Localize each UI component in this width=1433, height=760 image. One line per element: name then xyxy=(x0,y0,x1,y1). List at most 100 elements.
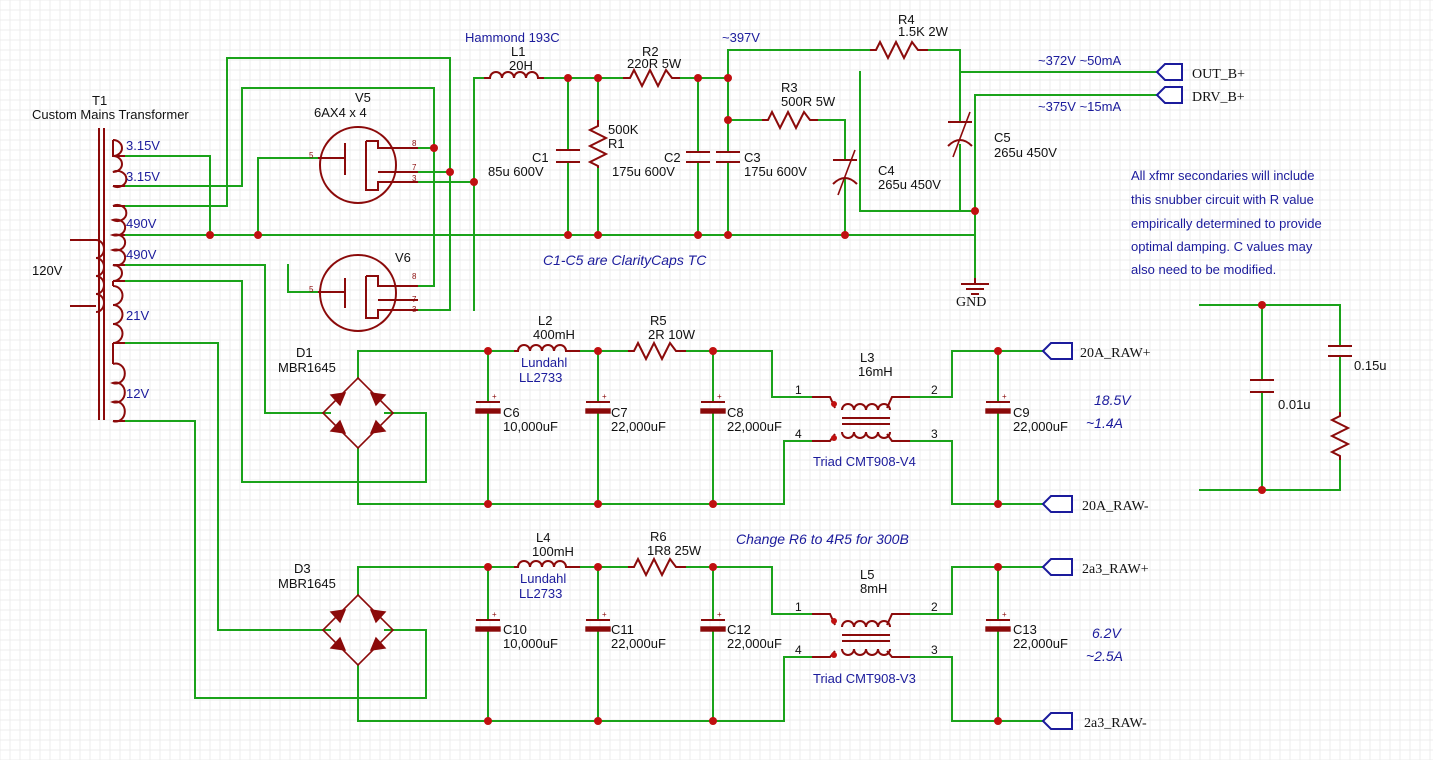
snubber-circuit: 0.01u 0.15u xyxy=(1250,345,1387,460)
resistor-r6: R6 1R8 25W xyxy=(628,529,702,578)
l4-part-2: LL2733 xyxy=(519,586,562,601)
l1-value: 20H xyxy=(509,58,533,73)
resistor-r2: R2 220R 5W xyxy=(623,44,682,89)
capacitor-c5: C5 265u 450V xyxy=(947,111,1057,160)
secondary-label-4: 490V xyxy=(126,247,157,262)
capacitor-c2: C2 175u 600V xyxy=(612,150,710,179)
tube-v5: 5 8 7 3 V5 6AX4 x 4 xyxy=(309,90,418,204)
c1-value: 85u 600V xyxy=(488,164,544,179)
c6-designator: C6 xyxy=(503,405,520,420)
svg-text:+: + xyxy=(492,392,497,401)
t1-designator: T1 xyxy=(92,93,107,108)
capacitor-c1: C1 85u 600V xyxy=(488,149,580,179)
c6-value: 10,000uF xyxy=(503,419,558,434)
svg-text:+: + xyxy=(602,392,607,401)
c13-designator: C13 xyxy=(1013,622,1037,637)
v6-pin-7: 7 xyxy=(412,295,417,304)
c5-designator: C5 xyxy=(994,130,1011,145)
svg-text:+: + xyxy=(492,610,497,619)
c9-designator: C9 xyxy=(1013,405,1030,420)
c10-value: 10,000uF xyxy=(503,636,558,651)
ground-symbol: GND xyxy=(956,278,989,310)
r5-value: 2R 10W xyxy=(648,327,696,342)
net-20a-neg-label: 20A_RAW- xyxy=(1082,499,1149,514)
net-flag-2a3-neg: 2a3_RAW- xyxy=(1041,712,1147,731)
snubber-c-b: 0.15u xyxy=(1354,358,1387,373)
r6-change-note: Change R6 to 4R5 for 300B xyxy=(736,531,909,547)
voltage-397: ~397V xyxy=(722,30,760,45)
secondary-label-1: 3.15V xyxy=(126,138,160,153)
resistor-r1: 500K R1 xyxy=(587,120,639,168)
secondary-label-6: 12V xyxy=(126,386,149,401)
v5-value: 6AX4 x 4 xyxy=(314,105,367,120)
c5-value: 265u 450V xyxy=(994,145,1057,160)
d3-value: MBR1645 xyxy=(278,576,336,591)
capacitor-c4: C4 265u 450V xyxy=(832,149,941,196)
c13-value: 22,000uF xyxy=(1013,636,1068,651)
snubber-note-line-5: also need to be modified. xyxy=(1131,262,1276,277)
t1-primary-label: 120V xyxy=(32,263,63,278)
snubber-note-line-1: All xfmr secondaries will include xyxy=(1131,168,1315,183)
l3-designator: L3 xyxy=(860,350,874,365)
l3-pin-1: 1 xyxy=(795,383,802,397)
l5-designator: L5 xyxy=(860,567,874,582)
drv-b-label: DRV_B+ xyxy=(1192,90,1245,105)
r1-value: 500K xyxy=(608,122,639,137)
capacitor-c11: + C11 22,000uF xyxy=(585,610,666,651)
tube-v6: 5 8 7 3 V6 xyxy=(309,250,418,332)
drv-b-spec: ~375V ~15mA xyxy=(1038,99,1121,114)
l5-pin-2: 2 xyxy=(931,600,938,614)
choke-l4: L4 100mH Lundahl LL2733 xyxy=(514,530,580,601)
l5-pin-4: 4 xyxy=(795,643,802,657)
v6-designator: V6 xyxy=(395,250,411,265)
annotations: ~397V ~372V ~50mA ~375V ~15mA C1-C5 are … xyxy=(543,30,1322,664)
svg-text:+: + xyxy=(717,392,722,401)
capacitor-c13: + C13 22,000uF xyxy=(985,610,1068,651)
d3-designator: D3 xyxy=(294,561,311,576)
resistor-r5: R5 2R 10W xyxy=(628,313,696,362)
c4-designator: C4 xyxy=(878,163,895,178)
net-flag-out-b: OUT_B+ xyxy=(1155,63,1245,82)
capacitor-c9: + C9 22,000uF xyxy=(985,392,1068,434)
l4-value: 100mH xyxy=(532,544,574,559)
c7-designator: C7 xyxy=(611,405,628,420)
capacitor-c10: + C10 10,000uF xyxy=(475,610,558,651)
c3-value: 175u 600V xyxy=(744,164,807,179)
d1-value: MBR1645 xyxy=(278,360,336,375)
choke-l2: L2 400mH Lundahl LL2733 xyxy=(514,313,580,385)
net-flag-20a-neg: 20A_RAW- xyxy=(1041,495,1149,514)
l5-pin-1: 1 xyxy=(795,600,802,614)
l5-part: Triad CMT908-V3 xyxy=(813,671,916,686)
net-20a-pos-label: 20A_RAW+ xyxy=(1080,346,1151,361)
rail-20a-voltage: 18.5V xyxy=(1094,392,1132,408)
common-mode-choke-l3: 1 2 4 3 L3 16mH Triad CMT908-V4 xyxy=(795,350,938,469)
choke-l1: Hammond 193C L1 20H xyxy=(465,30,560,79)
t1-name: Custom Mains Transformer xyxy=(32,107,189,122)
bridge-d3: D3 MBR1645 xyxy=(278,561,395,667)
l2-value: 400mH xyxy=(533,327,575,342)
l5-value: 8mH xyxy=(860,581,887,596)
capacitor-c8: + C8 22,000uF xyxy=(700,392,782,434)
c8-designator: C8 xyxy=(727,405,744,420)
l3-pin-4: 4 xyxy=(795,427,802,441)
l3-value: 16mH xyxy=(858,364,893,379)
gnd-label: GND xyxy=(956,295,986,310)
net-flag-20a-pos: 20A_RAW+ xyxy=(1041,342,1151,361)
v6-pin-3: 3 xyxy=(412,305,417,314)
c4-value: 265u 450V xyxy=(878,177,941,192)
v5-pin-8: 8 xyxy=(412,139,417,148)
v5-designator: V5 xyxy=(355,90,371,105)
c12-designator: C12 xyxy=(727,622,751,637)
v5-pin-5: 5 xyxy=(309,151,314,160)
rail-20a-current: ~1.4A xyxy=(1086,415,1123,431)
c12-value: 22,000uF xyxy=(727,636,782,651)
snubber-note-line-2: this snubber circuit with R value xyxy=(1131,192,1314,207)
secondary-label-3: 490V xyxy=(126,216,157,231)
svg-text:+: + xyxy=(1002,610,1007,619)
net-2a3-neg-label: 2a3_RAW- xyxy=(1084,716,1147,731)
r2-designator: R2 xyxy=(642,44,659,59)
r3-designator: R3 xyxy=(781,80,798,95)
net-flag-drv-b: DRV_B+ xyxy=(1155,86,1245,105)
